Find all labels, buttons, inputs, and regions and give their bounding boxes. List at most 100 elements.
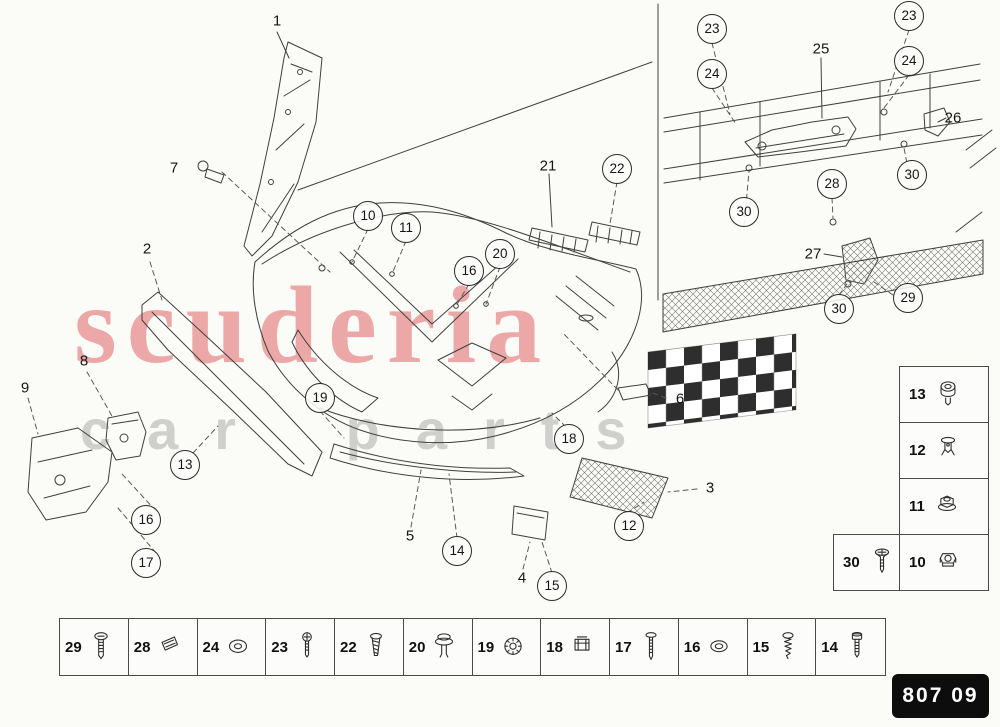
callout-9: 9	[20, 379, 30, 397]
bumper-body	[252, 202, 643, 444]
part-7-hook-clip	[197, 160, 225, 184]
callout-14: 14	[442, 536, 472, 566]
hardware-number: 12	[909, 442, 926, 459]
fastener-cell-14: 14	[816, 619, 885, 675]
hardware-cell-12: 12	[899, 422, 989, 479]
rivet-washer-icon	[430, 630, 458, 664]
long-screw-icon	[637, 630, 665, 664]
callout-17: 17	[131, 548, 161, 578]
inset-frame-art	[657, 3, 997, 333]
callout-3: 3	[705, 479, 715, 497]
fastener-number: 18	[546, 638, 563, 656]
fastener-number: 29	[65, 638, 82, 656]
round-head-screw-icon	[293, 630, 321, 664]
fastener-cell-19: 19	[473, 619, 542, 675]
callout-4: 4	[517, 569, 527, 587]
callout-30: 30	[824, 294, 854, 324]
hardware-number: 11	[909, 498, 925, 515]
callout-22: 22	[602, 154, 632, 184]
flange-nut-icon	[933, 490, 961, 524]
perspective-leader-line	[297, 61, 653, 191]
callout-24: 24	[697, 59, 727, 89]
slotted-grommet-icon	[499, 630, 527, 664]
callout-16: 16	[131, 505, 161, 535]
callout-30: 30	[729, 197, 759, 227]
fastener-number: 22	[340, 638, 357, 656]
fastener-number: 24	[202, 638, 220, 656]
part-5-splitter-strip	[329, 443, 525, 480]
part-1-upper-bracket	[243, 31, 323, 257]
callout-21: 21	[539, 157, 557, 175]
pan-head-screw-icon	[87, 630, 115, 664]
fastener-cell-18: 18	[541, 619, 610, 675]
part-6-small-bracket	[617, 383, 652, 401]
fastener-number: 20	[408, 638, 426, 656]
callout-1: 1	[272, 12, 282, 30]
callout-12: 12	[614, 511, 644, 541]
callout-28: 28	[817, 169, 847, 199]
callout-16: 16	[454, 256, 484, 286]
callout-25: 25	[812, 40, 830, 58]
hex-nut-icon	[934, 546, 962, 580]
callout-29: 29	[893, 283, 923, 313]
leader-lines-solid	[548, 173, 553, 228]
fastener-number: 14	[821, 638, 838, 656]
fastener-cell-17: 17	[610, 619, 679, 675]
fastener-cell-16: 16	[679, 619, 748, 675]
callout-18: 18	[554, 424, 584, 454]
part-21-22-retainer-strips	[528, 221, 641, 253]
callout-10: 10	[353, 201, 383, 231]
checkered-flag	[647, 333, 797, 429]
part-4-small-strip	[511, 505, 549, 541]
self-tapping-screw-icon	[774, 630, 802, 664]
fastener-number: 19	[477, 638, 495, 656]
callout-30: 30	[897, 160, 927, 190]
fastener-cell-24: 24	[198, 619, 267, 675]
countersunk-screw-icon	[868, 546, 896, 580]
push-rivet-icon	[934, 434, 962, 468]
fastener-number: 15	[752, 638, 770, 656]
callout-15: 15	[537, 571, 567, 601]
speed-clip-icon	[155, 630, 183, 664]
hardware-cell-10: 10	[899, 534, 989, 591]
callout-5: 5	[405, 527, 415, 545]
fastener-number: 28	[133, 638, 151, 656]
page-code-badge: 807 09	[892, 674, 989, 718]
callout-7: 7	[169, 159, 179, 177]
fastener-cell-23: 23	[266, 619, 335, 675]
hex-bolt-icon	[843, 630, 871, 664]
part-3-mesh-grille	[569, 457, 669, 519]
fastener-cell-15: 15	[748, 619, 817, 675]
tapping-screw-icon	[362, 630, 390, 664]
callout-19: 19	[305, 383, 335, 413]
callout-26: 26	[944, 109, 962, 127]
callout-20: 20	[485, 239, 515, 269]
hardware-cell-30: 30	[833, 534, 900, 591]
callout-2: 2	[142, 240, 152, 258]
hardware-cell-13: 13	[899, 366, 989, 423]
fastener-strip: 29 28 24 23 22 20 19 18 17 16 15 14	[59, 618, 886, 676]
fastener-number: 17	[615, 638, 632, 656]
part-9-bracket	[27, 427, 113, 521]
hardware-number: 13	[909, 386, 926, 403]
metal-clip-icon	[568, 630, 596, 664]
callout-6: 6	[675, 390, 685, 408]
fastener-cell-22: 22	[335, 619, 404, 675]
callout-23: 23	[894, 1, 924, 31]
callout-8: 8	[79, 352, 89, 370]
hardware-number: 30	[843, 554, 860, 571]
part-2-side-strip	[141, 291, 323, 477]
grommet-icon	[224, 630, 252, 664]
callout-27: 27	[804, 245, 822, 263]
fastener-number: 16	[683, 638, 701, 656]
part-8-bracket	[105, 411, 147, 461]
fastener-cell-29: 29	[60, 619, 129, 675]
callout-23: 23	[697, 14, 727, 44]
fastener-cell-28: 28	[129, 619, 198, 675]
hardware-cell-11: 11	[899, 478, 989, 535]
fastener-cell-20: 20	[404, 619, 473, 675]
hardware-number: 10	[909, 554, 926, 571]
callout-24: 24	[894, 46, 924, 76]
